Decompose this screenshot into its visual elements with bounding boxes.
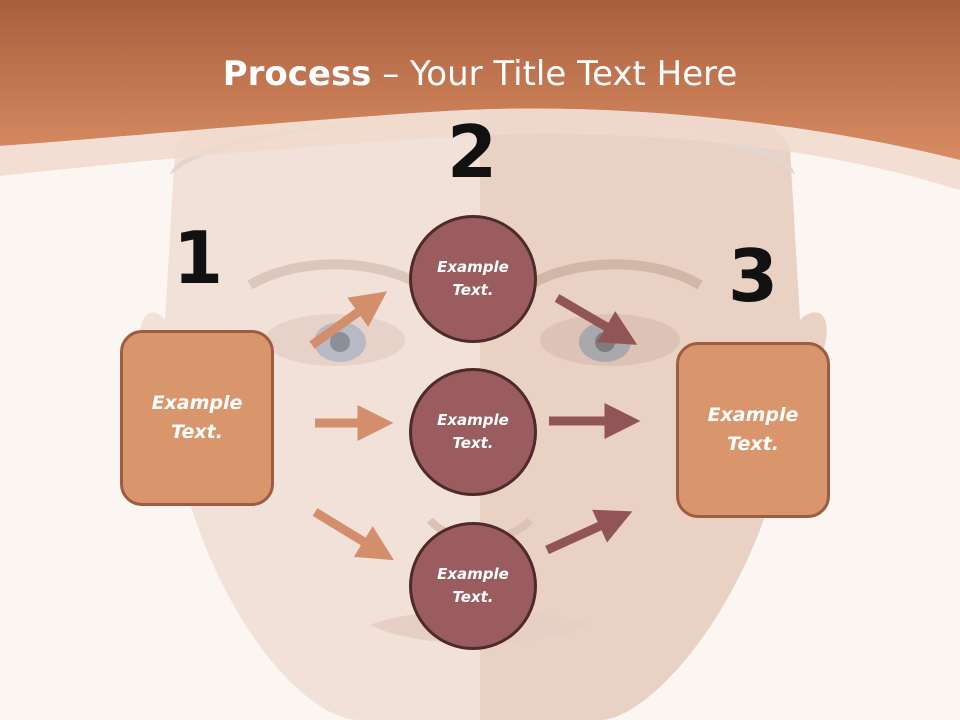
step2-circle-top[interactable]: Example Text. <box>409 215 537 343</box>
step2-circle-middle-label: Example Text. <box>437 411 509 452</box>
header-swoosh <box>0 108 960 190</box>
header-band <box>0 0 960 160</box>
step1-box[interactable]: Example Text. <box>120 330 274 506</box>
arrow-top-to-step3 <box>554 294 638 345</box>
step1-label: Example Text. <box>151 392 243 443</box>
title-bold: Process <box>222 54 372 94</box>
step3-label: Example Text. <box>707 404 799 455</box>
arrow-step1-to-bottom <box>312 508 394 561</box>
step-number-1: 1 <box>172 216 224 300</box>
step2-circle-bottom-label: Example Text. <box>437 565 509 606</box>
arrow-step1-to-top <box>309 291 388 349</box>
title-rest: – Your Title Text Here <box>371 54 738 94</box>
step2-circle-bottom[interactable]: Example Text. <box>409 522 537 650</box>
slide-title: Process – Your Title Text Here <box>0 52 960 96</box>
step3-box[interactable]: Example Text. <box>676 342 830 518</box>
step-number-3: 3 <box>727 234 779 318</box>
step-number-2: 2 <box>446 110 498 194</box>
step2-circle-middle[interactable]: Example Text. <box>409 368 537 496</box>
arrow-bottom-to-step3 <box>545 509 633 555</box>
step2-circle-top-label: Example Text. <box>437 258 509 299</box>
